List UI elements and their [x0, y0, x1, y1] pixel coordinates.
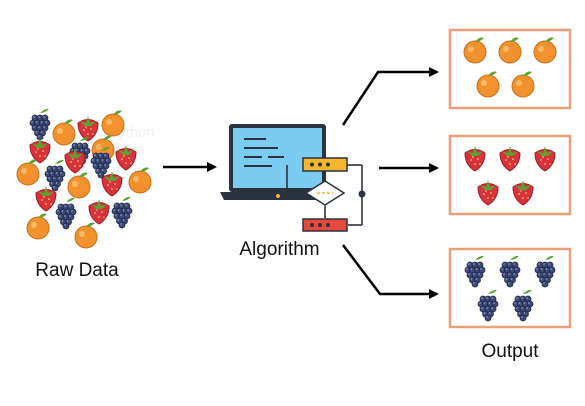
strawberry-icon [77, 116, 99, 142]
grape-icon [29, 108, 51, 141]
orange-icon [476, 71, 500, 98]
strawberry-icon [534, 146, 556, 172]
arrow-to-output-3 [342, 244, 439, 299]
strawberry-icon [464, 146, 486, 172]
grape-icon [499, 255, 521, 288]
orange-icon [511, 71, 535, 98]
strawberry-icon [64, 148, 86, 174]
strawberry-icon [35, 186, 57, 212]
orange-icon [16, 159, 40, 186]
output-fruits [463, 37, 557, 322]
strawberry-icon [499, 146, 521, 172]
strawberry-icon [101, 171, 123, 197]
orange-icon [463, 37, 487, 64]
laptop-flowchart-icon [220, 124, 366, 232]
orange-icon [74, 222, 98, 249]
strawberry-icon [115, 145, 137, 171]
output-label: Output [481, 341, 539, 362]
grape-icon [90, 146, 112, 179]
orange-icon [533, 37, 557, 64]
algorithm-label: Algorithm [239, 239, 320, 260]
grape-icon [512, 289, 534, 322]
grape-icon [464, 255, 486, 288]
grape-icon [44, 159, 66, 192]
orange-icon [128, 167, 152, 194]
raw-data-fruit-pile [16, 108, 152, 249]
orange-icon [52, 119, 76, 146]
raw-data-label: Raw Data [35, 260, 119, 281]
orange-icon [26, 213, 50, 240]
grape-icon [55, 197, 77, 230]
orange-icon [67, 172, 91, 199]
orange-icon [498, 37, 522, 64]
arrow-to-output-1 [341, 67, 439, 126]
strawberry-icon [29, 138, 51, 164]
orange-icon [101, 110, 125, 137]
strawberry-icon [512, 180, 534, 206]
grape-icon [477, 289, 499, 322]
svg-text:ython: ython [118, 124, 155, 141]
grape-icon [534, 255, 556, 288]
strawberry-icon [88, 199, 110, 225]
output-box-grapes [448, 247, 572, 329]
strawberry-icon [477, 180, 499, 206]
grape-icon [111, 196, 133, 229]
